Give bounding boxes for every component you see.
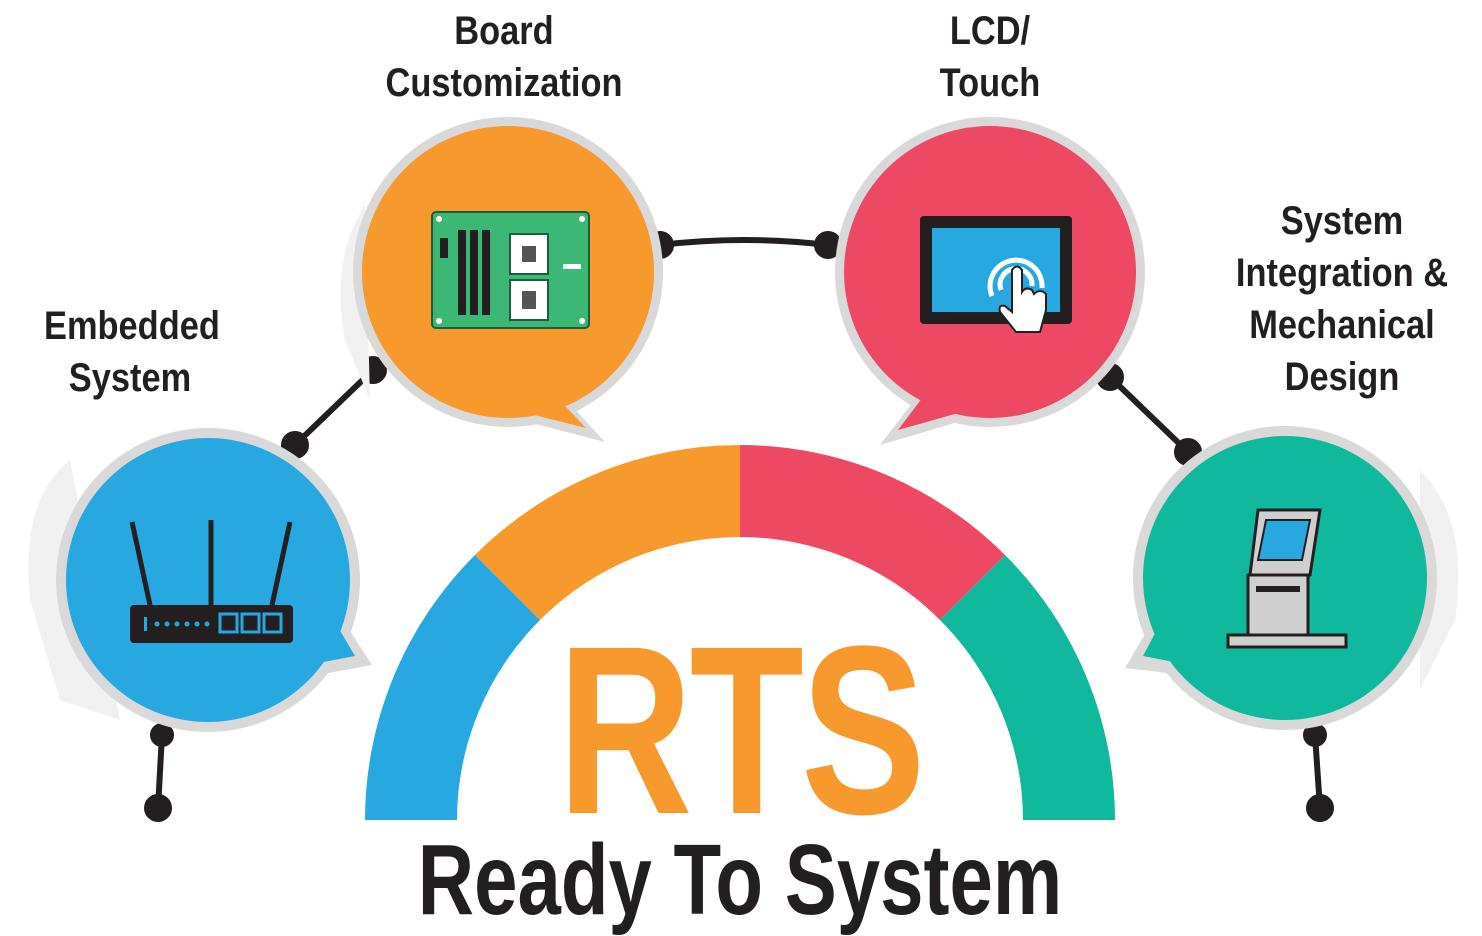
rts-abbreviation: RTS <box>557 596 925 864</box>
connector-dot <box>1306 794 1334 822</box>
connector-dot <box>1303 723 1327 747</box>
bubble-board-customization <box>340 117 663 442</box>
connector-dot <box>814 231 842 259</box>
label-line: Embedded <box>44 304 220 348</box>
label-embedded-system: Embedded System <box>44 300 220 404</box>
label-line: System <box>68 356 192 400</box>
label-line: Board <box>454 9 554 53</box>
connector-blue-orange <box>292 367 376 448</box>
label-line: Customization <box>385 61 623 105</box>
bubble-tail-inner <box>898 385 962 430</box>
connectors <box>144 231 1334 822</box>
bubble-tail-inner <box>522 385 586 428</box>
bubble-tail-inner <box>292 605 355 668</box>
circuit-board-icon <box>431 211 590 329</box>
label-board-customization: Board Customization <box>384 5 625 109</box>
rts-full-name: Ready To System <box>417 824 1063 936</box>
bubble-fill <box>66 438 350 722</box>
bubble-lcd-touch <box>835 117 1145 445</box>
label-line: Touch <box>939 61 1041 105</box>
label-line: Integration & <box>1235 251 1449 295</box>
connector-dot <box>150 723 174 747</box>
bubble-system-integration <box>1125 426 1459 730</box>
arc-segment-blue <box>365 555 540 820</box>
kiosk-icon <box>1226 508 1348 649</box>
rts-arc <box>365 445 1115 820</box>
bubble-shadow <box>1420 470 1459 690</box>
bubble-embedded-system <box>28 428 372 732</box>
label-system-integration: System Integration & Mechanical Design <box>1230 195 1454 403</box>
label-line: LCD/ <box>949 9 1031 53</box>
touchscreen-icon <box>920 216 1072 333</box>
connector-dot <box>144 794 172 822</box>
arc-segment-red <box>740 445 1005 620</box>
label-line: System <box>1280 199 1404 243</box>
router-icon <box>129 520 293 643</box>
arc-segment-orange <box>475 445 740 620</box>
label-line: Design <box>1284 355 1400 399</box>
label-lcd-touch: LCD/ Touch <box>904 5 1076 109</box>
connector-red-teal <box>1107 374 1191 455</box>
label-line: Mechanical <box>1249 303 1435 347</box>
connector-orange-red <box>659 237 829 248</box>
bubble-tail-inner <box>1143 605 1205 668</box>
arc-segment-teal <box>940 555 1115 820</box>
